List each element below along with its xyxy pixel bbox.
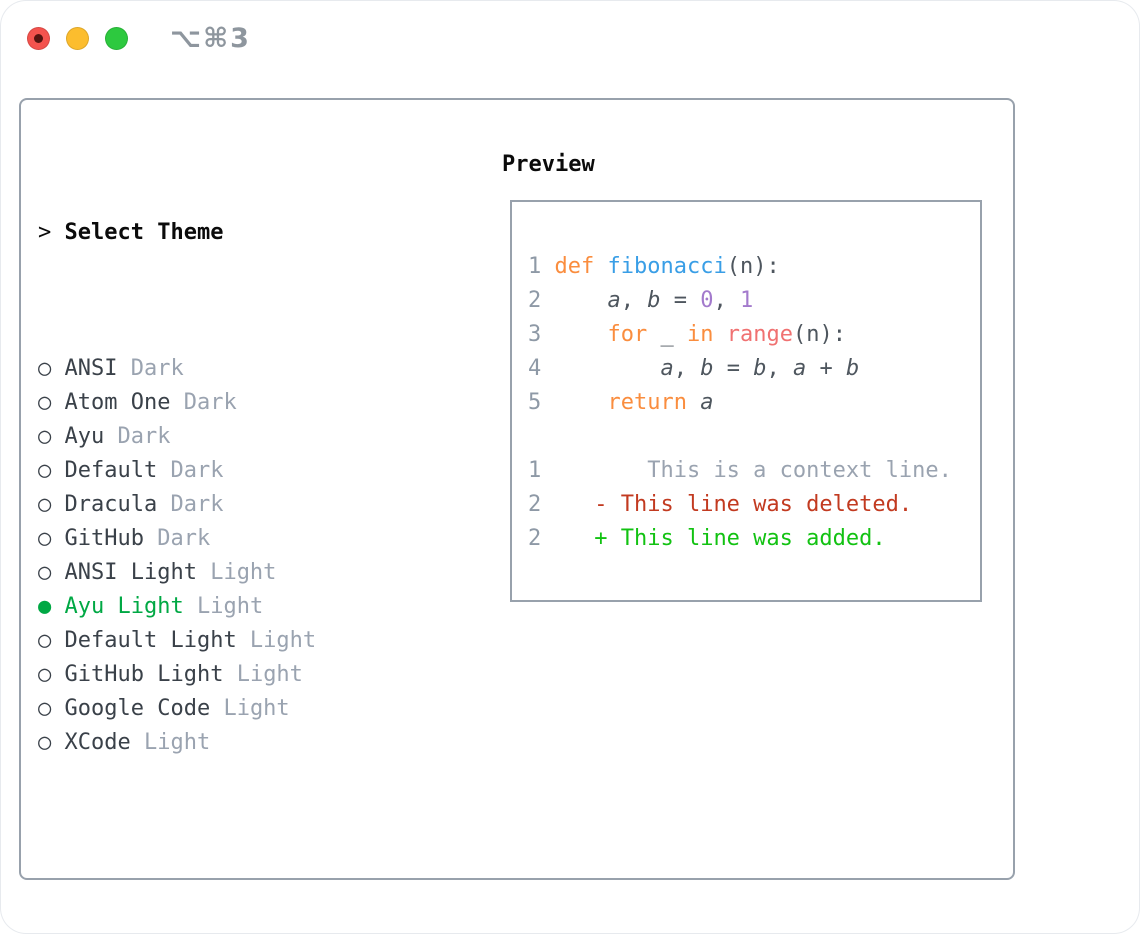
radio-unselected-icon: ○ (38, 424, 52, 449)
radio-unselected-icon: ○ (38, 730, 52, 755)
theme-option-google-code[interactable]: ○ Google Code Light (38, 692, 468, 726)
theme-option-ansi[interactable]: ○ ANSI Dark (38, 352, 468, 386)
theme-picker-panel: > Select Theme ○ ANSI Dark○ Atom One Dar… (19, 98, 1015, 880)
theme-option-github-light[interactable]: ○ GitHub Light Light (38, 658, 468, 692)
code-line: 2 a, b = 0, 1 (528, 288, 754, 313)
theme-name: ANSI Light (64, 560, 197, 585)
theme-variant: Light (236, 628, 317, 653)
theme-variant: Light (223, 662, 303, 687)
code-line (528, 420, 952, 454)
theme-option-github[interactable]: ○ GitHub Dark (38, 522, 468, 556)
radio-unselected-icon: ○ (38, 560, 52, 585)
theme-list: ○ ANSI Dark○ Atom One Dark○ Ayu Dark○ De… (38, 352, 468, 760)
window-titlebar: ⌥⌘3 (27, 23, 251, 54)
code-line: 4 a, b = b, a + b (528, 356, 860, 381)
code-line: 1 def fibonacci(n): (528, 254, 780, 279)
theme-option-default-light[interactable]: ○ Default Light Light (38, 624, 468, 658)
theme-name: Atom One (64, 390, 171, 415)
radio-unselected-icon: ○ (38, 458, 52, 483)
theme-variant: Dark (104, 424, 171, 449)
code-line: 2 + This line was added. (528, 526, 886, 551)
close-button[interactable] (27, 26, 50, 50)
radio-unselected-icon: ○ (38, 492, 52, 517)
theme-variant: Light (210, 696, 290, 721)
theme-variant: Dark (157, 458, 224, 483)
radio-unselected-icon: ○ (38, 356, 52, 381)
select-theme-title: Select Theme (64, 220, 224, 245)
theme-variant: Dark (143, 526, 211, 551)
prompt-icon: > (38, 220, 52, 245)
code-preview: 1 def fibonacci(n): 2 a, b = 0, 1 3 for _ … (528, 250, 952, 556)
theme-variant: Light (183, 594, 264, 619)
theme-option-ayu[interactable]: ○ Ayu Dark (38, 420, 468, 454)
theme-name: GitHub (64, 526, 144, 551)
theme-variant: Dark (157, 492, 224, 517)
theme-option-atom-one[interactable]: ○ Atom One Dark (38, 386, 468, 420)
theme-name: Ayu Light (64, 594, 184, 619)
radio-unselected-icon: ○ (38, 662, 52, 687)
theme-option-ansi-light[interactable]: ○ ANSI Light Light (38, 556, 468, 590)
theme-option-dracula[interactable]: ○ Dracula Dark (38, 488, 468, 522)
theme-name: Default (64, 458, 158, 483)
theme-name: Ayu (64, 424, 105, 449)
theme-variant: Light (196, 560, 277, 585)
theme-name: XCode (64, 730, 131, 755)
theme-variant: Dark (117, 356, 184, 381)
code-line: 3 for _ in range(n): (528, 322, 846, 347)
preview-title: Preview (502, 152, 595, 177)
theme-name: Dracula (64, 492, 158, 517)
theme-option-ayu-light[interactable]: ● Ayu Light Light (38, 590, 468, 624)
radio-unselected-icon: ○ (38, 696, 52, 721)
theme-variant: Light (130, 730, 211, 755)
theme-variant: Dark (170, 390, 237, 415)
zoom-button[interactable] (105, 26, 128, 50)
minimize-button[interactable] (66, 26, 89, 50)
radio-selected-icon: ● (38, 594, 52, 619)
code-line: 2 - This line was deleted. (528, 492, 913, 517)
theme-name: Default Light (64, 628, 237, 653)
code-line: 5 return a (528, 390, 714, 415)
window-shortcut-label: ⌥⌘3 (170, 22, 251, 54)
theme-option-default[interactable]: ○ Default Dark (38, 454, 468, 488)
radio-unselected-icon: ○ (38, 628, 52, 653)
preview-box: 1 def fibonacci(n): 2 a, b = 0, 1 3 for _ … (510, 200, 982, 602)
theme-name: Google Code (64, 696, 211, 721)
theme-name: GitHub Light (64, 662, 224, 687)
theme-name: ANSI (64, 356, 118, 381)
radio-unselected-icon: ○ (38, 390, 52, 415)
code-line: 1 This is a context line. (528, 458, 952, 483)
left-column: > Select Theme ○ ANSI Dark○ Atom One Dar… (38, 148, 468, 934)
radio-unselected-icon: ○ (38, 526, 52, 551)
select-theme-header: > Select Theme (38, 216, 468, 250)
theme-option-xcode[interactable]: ○ XCode Light (38, 726, 468, 760)
